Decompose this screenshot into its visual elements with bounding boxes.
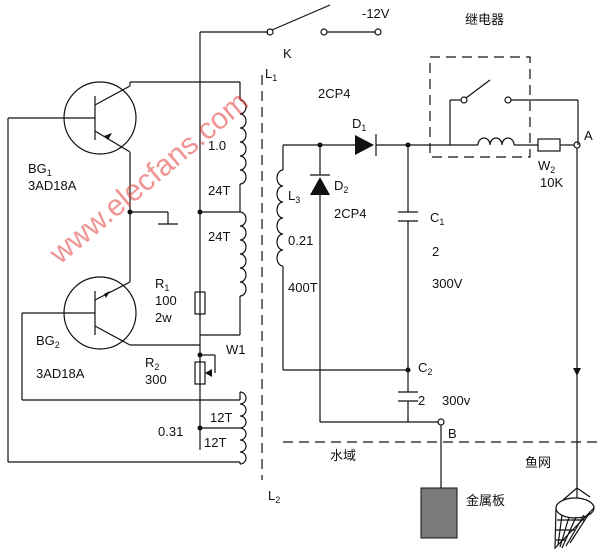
l1-turns-bottom: 24T: [208, 229, 230, 244]
l3-turns: 400T: [288, 280, 318, 295]
d1-label: D1: [352, 116, 366, 133]
c1-voltage: 300V: [432, 276, 463, 291]
w1-label: W1: [226, 342, 246, 357]
d2-label: D2: [334, 178, 348, 195]
w2-label: W2: [538, 158, 555, 175]
l2-label: L2: [268, 488, 280, 505]
r2-value: 300: [145, 372, 167, 387]
fb-turns-top: 12T: [210, 410, 232, 425]
fb-wire: 0.31: [158, 424, 183, 439]
c1-label: C1: [430, 210, 444, 227]
node-a: [573, 141, 581, 149]
resistor-r1: [194, 291, 206, 315]
l1-label: L1: [265, 66, 277, 83]
bg2-model: 3AD18A: [36, 366, 85, 381]
capacitor-c2: [398, 385, 418, 422]
l3-label: L3: [288, 188, 300, 205]
w1-wiper: [205, 369, 212, 377]
node-b-label: B: [448, 426, 457, 441]
supply-label: -12V: [362, 6, 390, 21]
secondary-coil-l3: [276, 144, 408, 371]
node-b: [437, 418, 445, 426]
r1-label: R1: [155, 276, 169, 293]
l1-ratio: 1.0: [208, 138, 226, 153]
w2-value: 10K: [540, 175, 563, 190]
diode-d2: [310, 145, 438, 423]
c2-voltage: 300v: [442, 393, 471, 408]
relay-coil: [450, 137, 538, 146]
node-a-label: A: [584, 128, 593, 143]
r1-value: 100: [155, 293, 177, 308]
d2-model: 2CP4: [334, 206, 367, 221]
bg1-label: BG1: [28, 161, 52, 178]
diode-model-top: 2CP4: [318, 86, 351, 101]
fishnet-label: 鱼网: [525, 455, 551, 470]
switch-k-label: K: [283, 46, 292, 61]
primary-coil-l1: [200, 81, 247, 336]
transistor-bg2: [63, 276, 200, 350]
switch-k: [200, 4, 382, 36]
water-label: 水域: [330, 448, 356, 463]
r1-power: 2w: [155, 310, 172, 325]
capacitor-c1: [398, 145, 418, 385]
l1-turns-top: 24T: [208, 183, 230, 198]
feedback-coil: [8, 391, 247, 465]
fishnet: [554, 487, 595, 550]
resistor-w2: [537, 138, 561, 152]
bg2-label: BG2: [36, 333, 60, 350]
metal-plate-label: 金属板: [466, 493, 505, 508]
c2-value: 2: [418, 393, 425, 408]
r2-label: R2: [145, 355, 159, 372]
metal-plate: [420, 487, 458, 539]
relay-label: 继电器: [465, 12, 504, 27]
bg1-model: 3AD18A: [28, 178, 77, 193]
fb-turns-bottom: 12T: [204, 435, 226, 450]
c1-value: 2: [432, 244, 439, 259]
l3-wire: 0.21: [288, 233, 313, 248]
c2-label: C2: [418, 360, 432, 377]
relay-contact: [449, 79, 579, 145]
relay-box: [429, 56, 531, 158]
diode-d1: [320, 134, 450, 156]
